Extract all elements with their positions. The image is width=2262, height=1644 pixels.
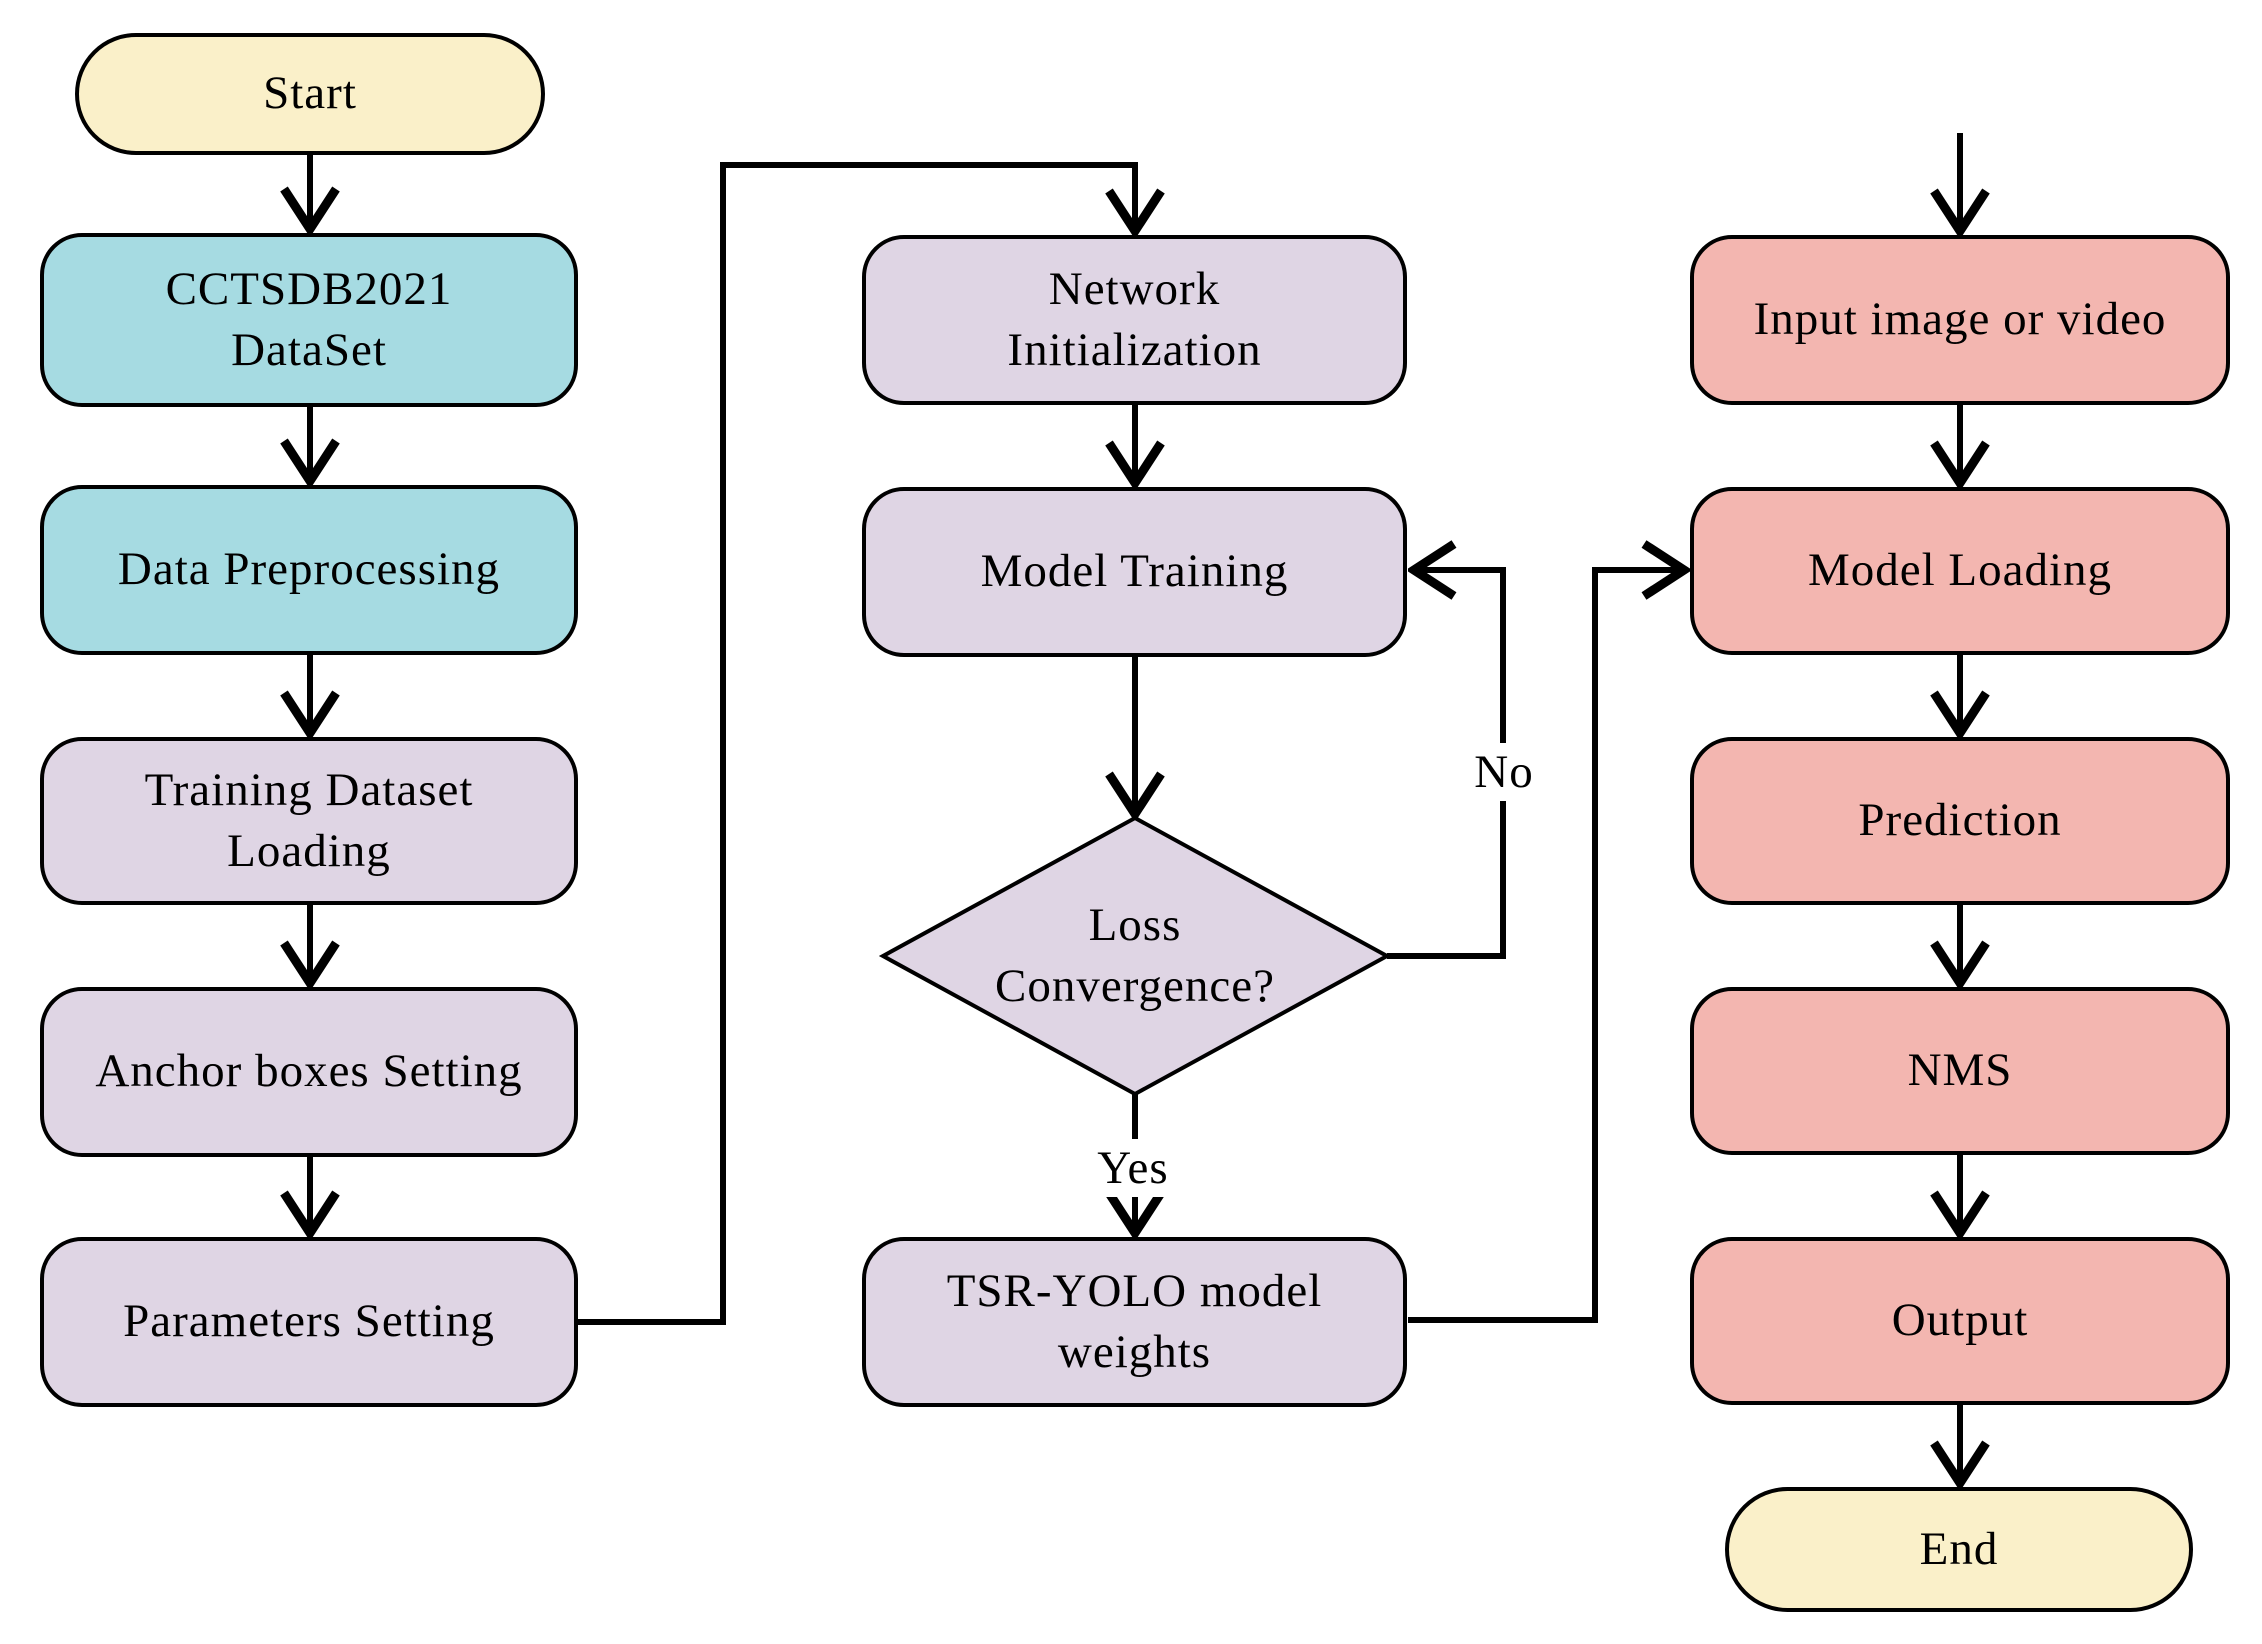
edge-label-yes: Yes xyxy=(1089,1139,1177,1197)
edge-label-no: No xyxy=(1466,743,1542,801)
node-tsr-yolo-weights: TSR-YOLO model weights xyxy=(862,1237,1407,1407)
node-loss-convergence: Loss Convergence? xyxy=(995,898,1275,1012)
edge-weights-to-model-loading xyxy=(1408,570,1682,1323)
edge-parameters-to-network-init xyxy=(578,162,1135,1325)
node-cctsdb-dataset: CCTSDB2021 DataSet xyxy=(40,233,578,407)
node-network-initialization: Network Initialization xyxy=(862,235,1407,405)
node-parameters-setting: Parameters Setting xyxy=(40,1237,578,1407)
node-model-training: Model Training xyxy=(862,487,1407,657)
node-prediction: Prediction xyxy=(1690,737,2230,905)
node-data-preprocessing: Data Preprocessing xyxy=(40,485,578,655)
node-anchor-boxes-setting: Anchor boxes Setting xyxy=(40,987,578,1157)
node-training-dataset-loading: Training Dataset Loading xyxy=(40,737,578,905)
decision-diamond-shape xyxy=(878,815,1392,1097)
node-start: Start xyxy=(75,33,545,155)
node-end: End xyxy=(1725,1487,2193,1612)
node-nms: NMS xyxy=(1690,987,2230,1155)
node-model-loading: Model Loading xyxy=(1690,487,2230,655)
node-input-image-or-video: Input image or video xyxy=(1690,235,2230,405)
node-output: Output xyxy=(1690,1237,2230,1405)
